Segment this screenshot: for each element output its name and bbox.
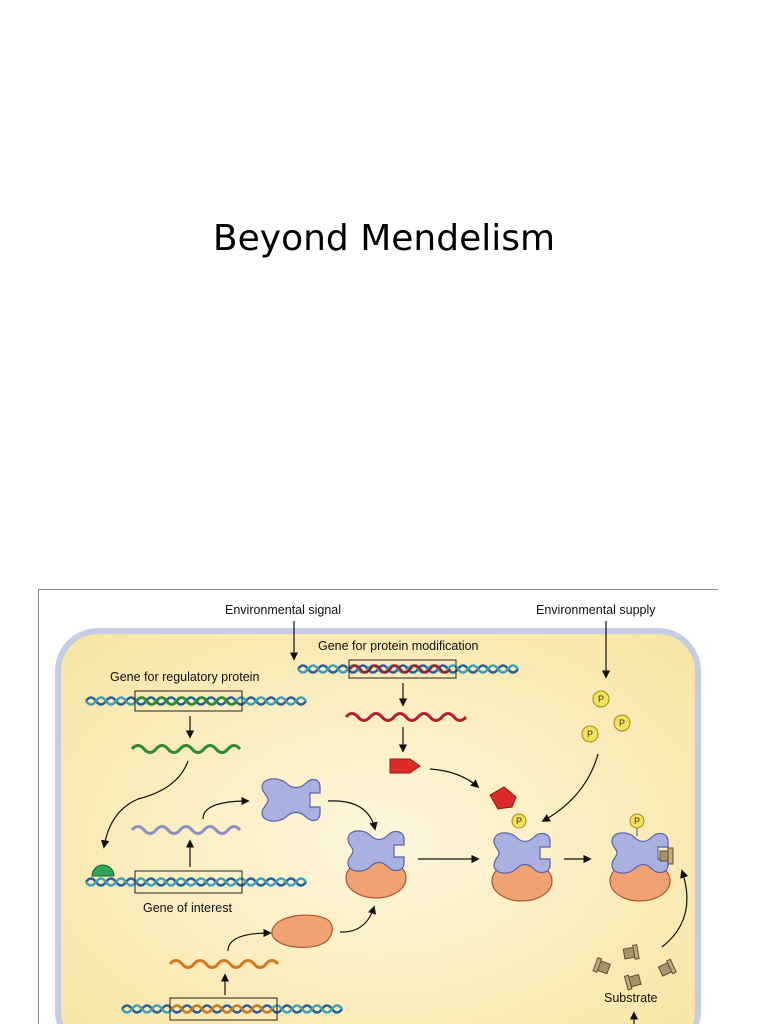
phosphate-to-protein-arrow bbox=[541, 753, 599, 822]
slide-title: Beyond Mendelism bbox=[212, 218, 556, 259]
gene-protein-modification-label: Gene for protein modification bbox=[318, 639, 479, 653]
mrna-partner bbox=[168, 959, 280, 969]
modifier-to-protein-arrow bbox=[429, 768, 480, 789]
protein-to-complex-arrow bbox=[327, 800, 378, 831]
mrna-regulatory bbox=[130, 744, 242, 754]
phosphate-on-active-protein bbox=[629, 813, 645, 829]
translation-arrow-interest bbox=[202, 796, 250, 820]
regulator-binding-arrow bbox=[100, 760, 189, 849]
phosphate-on-active-protein-label: P bbox=[634, 816, 640, 826]
svg-text:P: P bbox=[598, 694, 604, 704]
protein-of-interest bbox=[261, 778, 321, 822]
regulatory-protein-bound bbox=[91, 864, 115, 877]
substrate-to-active-arrow bbox=[661, 869, 689, 948]
svg-text:P: P bbox=[587, 729, 593, 739]
svg-text:P: P bbox=[619, 718, 625, 728]
protein-complex-active bbox=[609, 832, 674, 902]
partner-to-complex-arrow bbox=[339, 905, 377, 933]
translation-arrow-partner bbox=[227, 928, 272, 952]
protein-complex bbox=[345, 830, 407, 899]
dna-gene-protein-modification bbox=[296, 659, 520, 679]
mrna-interest bbox=[130, 825, 242, 835]
substrate-molecules bbox=[592, 944, 677, 991]
dna-gene-regulatory-protein bbox=[84, 690, 308, 712]
environmental-supply-label: Environmental supply bbox=[536, 603, 656, 617]
modifier-enzyme-binding bbox=[489, 786, 517, 810]
phosphate-on-protein bbox=[511, 813, 527, 829]
dna-gene-partner-protein bbox=[120, 997, 344, 1021]
protein-complex-modified bbox=[491, 832, 553, 902]
figure-frame bbox=[38, 589, 718, 1024]
cell-body bbox=[55, 628, 701, 1024]
gene-of-interest-label: Gene of interest bbox=[143, 901, 232, 915]
modifier-enzyme bbox=[389, 758, 421, 774]
phosphate-on-protein-label: P bbox=[516, 816, 522, 826]
gene-regulation-diagram: Environmental signal Environmental suppl… bbox=[38, 589, 718, 1024]
environmental-signal-label: Environmental signal bbox=[225, 603, 341, 617]
mrna-modification bbox=[344, 712, 468, 722]
phosphate-supply: P P P bbox=[581, 690, 631, 743]
substrate-label: Substrate bbox=[604, 991, 658, 1005]
dna-gene-of-interest bbox=[84, 870, 308, 894]
partner-protein bbox=[271, 914, 333, 948]
gene-regulatory-protein-label: Gene for regulatory protein bbox=[110, 670, 259, 684]
